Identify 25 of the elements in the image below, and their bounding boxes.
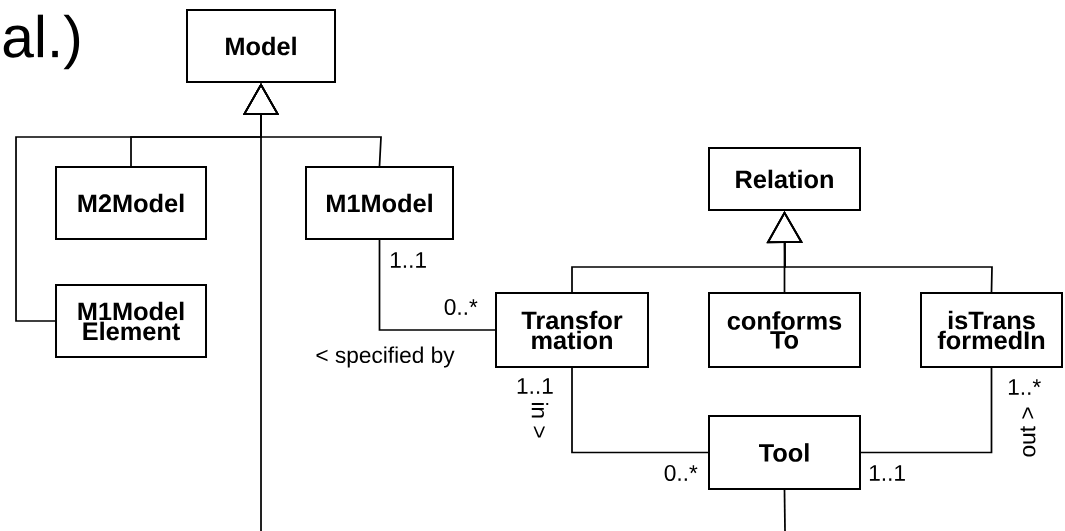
generalization-arrow	[766, 211, 993, 293]
class-box: M1Model	[305, 166, 454, 240]
generalization-arrow	[766, 211, 803, 293]
role-label: out >	[1019, 405, 1037, 459]
association-line	[378, 239, 496, 331]
class-box: M2Model	[55, 166, 207, 240]
association-line	[860, 367, 993, 454]
multiplicity-label: 0..*	[664, 464, 698, 481]
multiplicity-label: 1..*	[1008, 379, 1041, 395]
title-fragment: al.)	[3, 14, 80, 70]
multiplicity-label: 1..1	[869, 465, 905, 481]
association-line	[571, 367, 709, 454]
role-label: < specified by	[314, 345, 456, 369]
multiplicity-label: 0..*	[444, 298, 478, 316]
class-box: M1Model Element	[55, 284, 207, 358]
class-box: Relation	[708, 147, 861, 211]
multiplicity-label: 1..1	[390, 252, 426, 268]
association-line	[783, 489, 786, 531]
role-label: in >	[530, 400, 550, 440]
class-box: Model	[186, 9, 336, 83]
class-box: Tool	[708, 415, 861, 490]
multiplicity-label: 1..1	[517, 378, 553, 394]
class-box: conforms To	[708, 292, 861, 368]
class-box: isTrans formedIn	[920, 292, 1063, 368]
class-box: Transfor mation	[495, 292, 649, 368]
